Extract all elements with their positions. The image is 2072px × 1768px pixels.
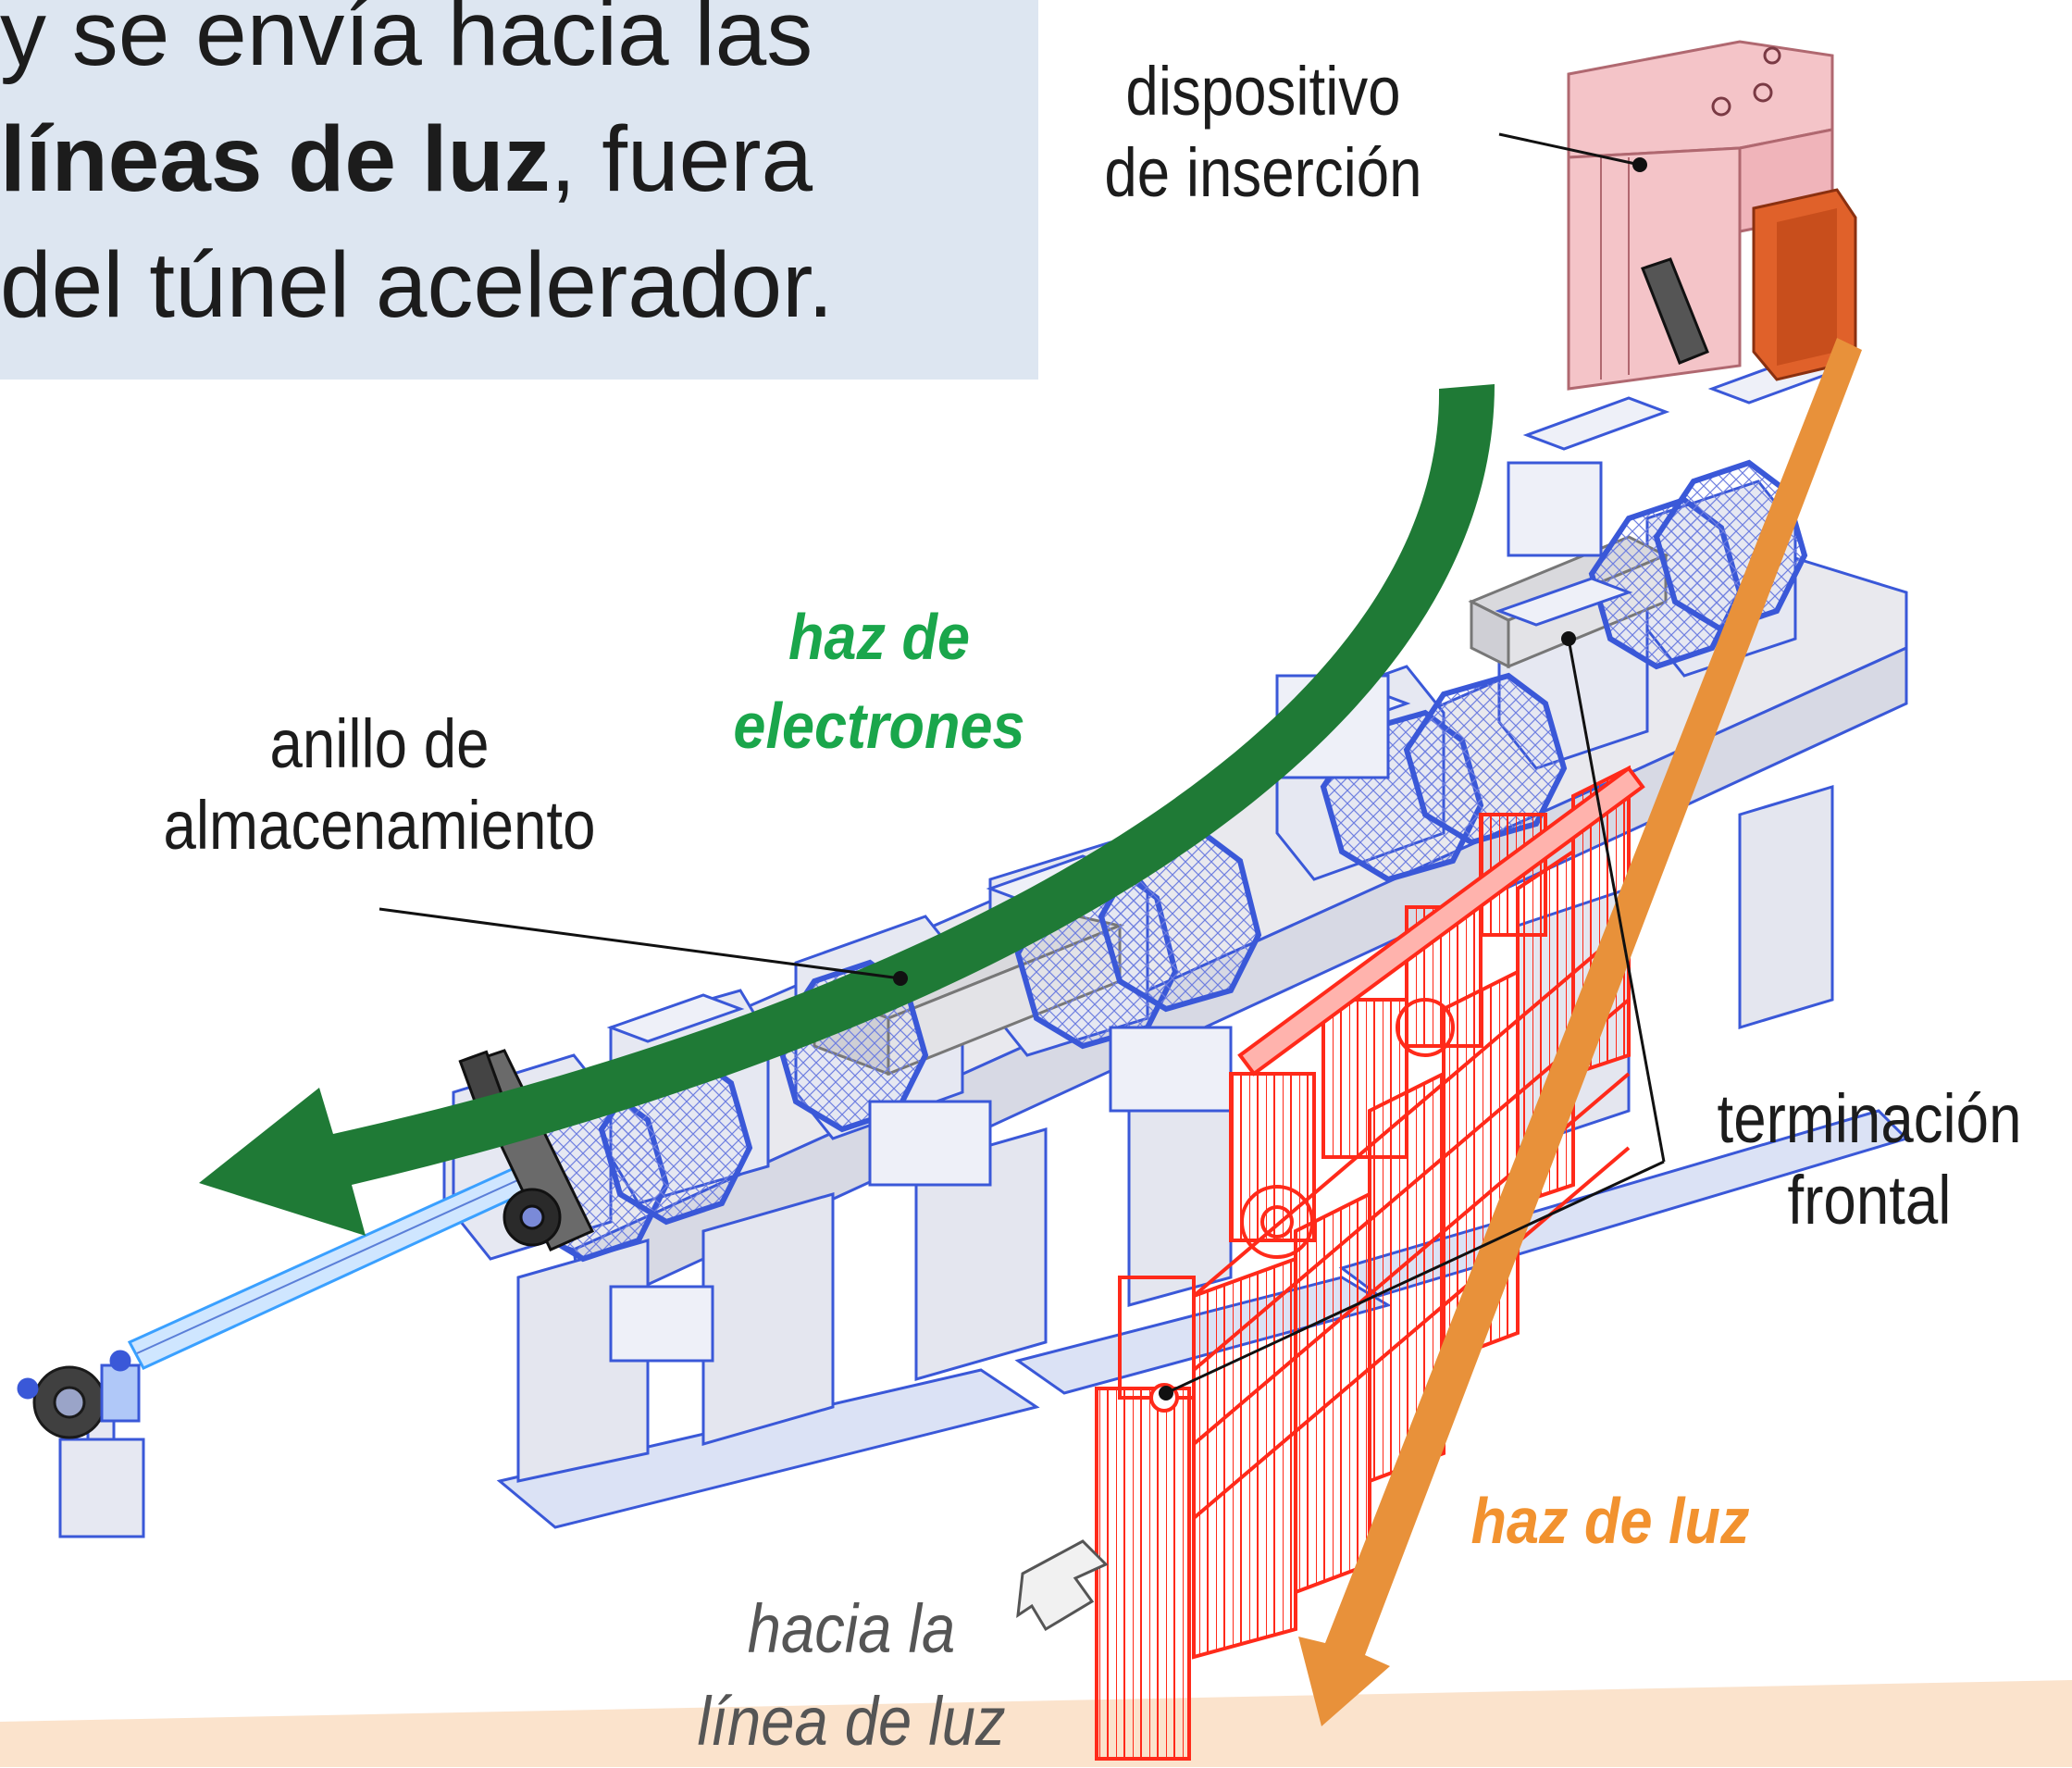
intro-highlight: líneas de luz [0,107,551,211]
label-electron-beam-line-2: electrones [733,690,1025,762]
label-front-end-line-1: terminación [1717,1080,2022,1157]
intro-line-1: y se envía hacia las [0,0,813,85]
label-electron-beam: haz de electrones [713,592,1046,770]
outlet-arrow-icon [1016,1539,1109,1632]
label-front-end-line-2: frontal [1787,1162,1952,1239]
leader-lines [378,132,1666,1395]
intro-line-3: del túnel acelerador. [0,233,834,337]
label-storage-ring: anillo de almacenamiento [129,703,630,866]
leader-dots [893,157,1647,1401]
label-front-end: terminación frontal [1710,1078,2029,1241]
label-to-beamline-line-2: línea de luz [697,1683,1006,1760]
intro-line-2: líneas de luz, fuera [0,96,1018,222]
label-insertion-device-line-1: dispositivo [1125,53,1401,130]
label-insertion-device-line-2: de inserción [1104,134,1422,211]
label-to-beamline-line-1: hacia la [747,1590,956,1667]
label-storage-ring-line-1: anillo de [269,705,490,782]
label-insertion-device: dispositivo de inserción [1080,51,1446,214]
bottom-band [0,1680,2072,1767]
label-light-beam: haz de luz [1470,1485,1750,1557]
label-to-beamline: hacia la línea de luz [672,1583,1030,1768]
light-beam-arrow [1298,338,1862,1726]
front-end-assembly [1095,765,1645,1761]
intro-line-2-rest: , fuera [550,107,813,211]
vacuum-pump [17,1350,145,1538]
insertion-device [1567,40,1857,391]
electron-beam-arrow [199,384,1495,1236]
intro-text-box: y se envía hacia las líneas de luz, fuer… [0,0,1038,380]
label-electron-beam-line-1: haz de [788,601,971,673]
label-storage-ring-line-2: almacenamiento [163,787,596,864]
intro-text: y se envía hacia las líneas de luz, fuer… [0,0,1018,348]
